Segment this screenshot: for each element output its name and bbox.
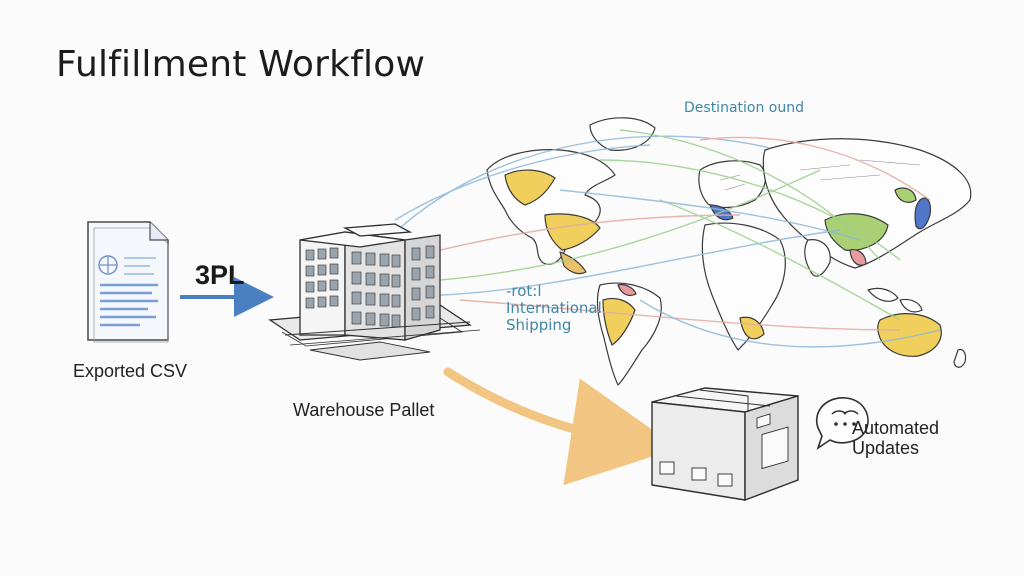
- shipping-line-1: -rot:l: [506, 282, 542, 300]
- international-shipping-label: -rot:l International Shipping: [506, 283, 602, 334]
- exported-csv-label: Exported CSV: [73, 361, 188, 381]
- shipping-line-3: Shipping: [506, 316, 572, 334]
- chat-bubble-icon: [815, 397, 869, 450]
- warehouse-pallet-label: Warehouse Pallet: [293, 400, 435, 420]
- warehouse-to-box-arrow: [443, 367, 679, 486]
- europe-shape: [698, 160, 767, 209]
- warehouse-building-icon: [268, 223, 481, 361]
- shipping-routes: [394, 129, 941, 348]
- 3pl-label: 3PL: [195, 260, 245, 290]
- csv-document-icon: [87, 221, 169, 343]
- updates-line-1: Automated: [852, 418, 940, 438]
- shipping-line-2: International: [506, 299, 602, 317]
- australia-shape: [877, 313, 942, 357]
- diagram-title: Fulfillment Workflow: [56, 44, 426, 85]
- automated-updates-label: Automated Updates: [852, 418, 939, 458]
- shipping-box-icon: [651, 387, 799, 502]
- greenland-shape: [589, 117, 656, 151]
- world-map: [486, 117, 972, 386]
- map-note-label: Destination ound: [684, 100, 804, 116]
- updates-line-2: Updates: [852, 438, 920, 458]
- asia-shape: [762, 138, 972, 269]
- north-america-shape: [486, 149, 616, 265]
